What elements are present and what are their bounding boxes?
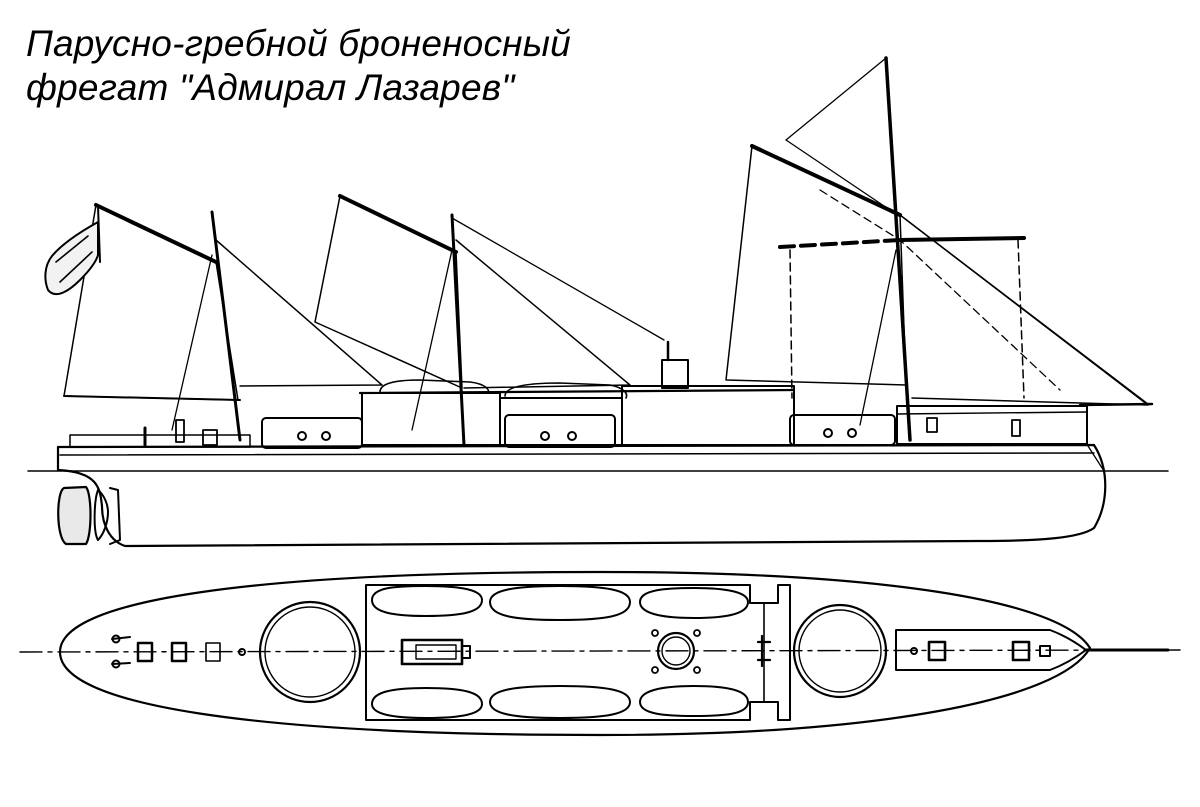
funnel-plan-inner <box>661 636 691 666</box>
main-mast-house-inner <box>415 644 457 660</box>
funnel <box>661 359 689 389</box>
fore-hatch-1 <box>927 640 947 662</box>
plan-centerline <box>19 649 1181 653</box>
boat-stbd-1 <box>371 687 483 719</box>
drawing-caption: Парусно-гребной броненосный фрегат "Адми… <box>26 22 571 110</box>
main-sail <box>314 195 463 389</box>
center-turret <box>504 414 616 448</box>
aft-turret-plan-inner <box>264 606 356 698</box>
boat-port-2 <box>489 585 631 621</box>
fore-upper-yard <box>785 57 887 141</box>
aft-turret-plan <box>258 600 362 704</box>
forecastle <box>896 405 1088 445</box>
bulwark-aft <box>69 434 251 448</box>
aft-hatch-1 <box>136 641 154 663</box>
aft-bollard-2 <box>111 659 121 669</box>
mid-boat-deck <box>499 397 623 446</box>
boat-port-1 <box>371 585 483 617</box>
forecastle-rail <box>896 411 1088 415</box>
main-topstay <box>451 217 665 341</box>
fore-turret-port-1 <box>823 428 833 438</box>
capstan <box>1039 645 1051 657</box>
fore-upper-stay <box>785 139 891 211</box>
bridge-wing-marks <box>756 634 772 668</box>
fore-topsail-leech-right <box>1017 239 1025 399</box>
vent-3 <box>651 666 659 674</box>
fore-shroud <box>859 249 897 426</box>
main-mast-house-end <box>461 645 471 659</box>
mid-boat <box>504 382 628 399</box>
mizzen-boom <box>63 395 241 401</box>
main-shroud <box>411 249 453 431</box>
mizzen-shroud <box>171 254 213 431</box>
bow-stem <box>1087 445 1105 472</box>
deck-line <box>59 452 1095 456</box>
vent-4 <box>693 666 701 674</box>
fore-turret-plan-inner <box>798 609 882 693</box>
fore-topsail-yard <box>898 236 1026 242</box>
boat-stbd-2 <box>489 685 631 719</box>
center-turret-port-2 <box>567 431 577 441</box>
fore-turret-plan <box>792 603 888 699</box>
aft-hatch-2 <box>170 641 188 663</box>
plan-superstructure <box>365 584 791 721</box>
side-elevation <box>27 56 1169 548</box>
aft-turret-port-1 <box>297 431 307 441</box>
aft-bollard-1 <box>111 634 121 644</box>
plan-view <box>19 570 1181 737</box>
boat-port-3 <box>639 587 749 619</box>
boat-stbd-3 <box>639 685 749 717</box>
aft-hatch-3 <box>205 642 221 662</box>
vent-1 <box>651 629 659 637</box>
vent-2 <box>693 629 701 637</box>
ensign-flag <box>44 221 99 296</box>
mizzen-staysail <box>215 239 383 387</box>
ensign-staff <box>97 205 101 263</box>
ensign-cross <box>55 235 93 283</box>
main-staysail <box>455 239 631 389</box>
aft-mast-step <box>238 648 246 656</box>
forecastle-hatch <box>926 417 938 433</box>
center-turret-port-1 <box>540 431 550 441</box>
aft-turret-port-2 <box>321 431 331 441</box>
aft-bridge-house <box>361 392 501 446</box>
fore-stay <box>899 214 1149 405</box>
caption-line-2: фрегат "Адмирал Лазарев" <box>26 67 515 108</box>
aft-boat <box>379 379 490 394</box>
fore-mast-step <box>910 647 918 655</box>
fore-topsail-yard-dashed <box>778 238 902 249</box>
aft-box <box>175 419 185 443</box>
caption-line-1: Парусно-гребной броненосный <box>26 23 571 64</box>
fore-hatch-2 <box>1011 640 1031 662</box>
bowsprit <box>1078 402 1154 407</box>
rudder <box>57 485 92 546</box>
aft-small-house <box>202 429 218 446</box>
fore-turret <box>789 414 896 446</box>
plan-deck-outline <box>58 570 1092 737</box>
fore-jib-dashed <box>819 189 1061 391</box>
funnel-plan <box>656 631 696 671</box>
forecastle-box <box>1011 419 1021 437</box>
aft-bollard-pair <box>111 636 131 665</box>
fore-gaff-sail <box>725 145 907 386</box>
fore-topsail-leech-dashed <box>789 249 793 399</box>
aft-turret <box>261 417 363 449</box>
propeller <box>93 487 121 545</box>
fore-turret-port-2 <box>847 428 857 438</box>
hull-outline <box>56 443 1107 548</box>
fore-house <box>621 385 795 446</box>
main-mast <box>450 213 466 447</box>
boat-deck-top <box>358 388 796 395</box>
